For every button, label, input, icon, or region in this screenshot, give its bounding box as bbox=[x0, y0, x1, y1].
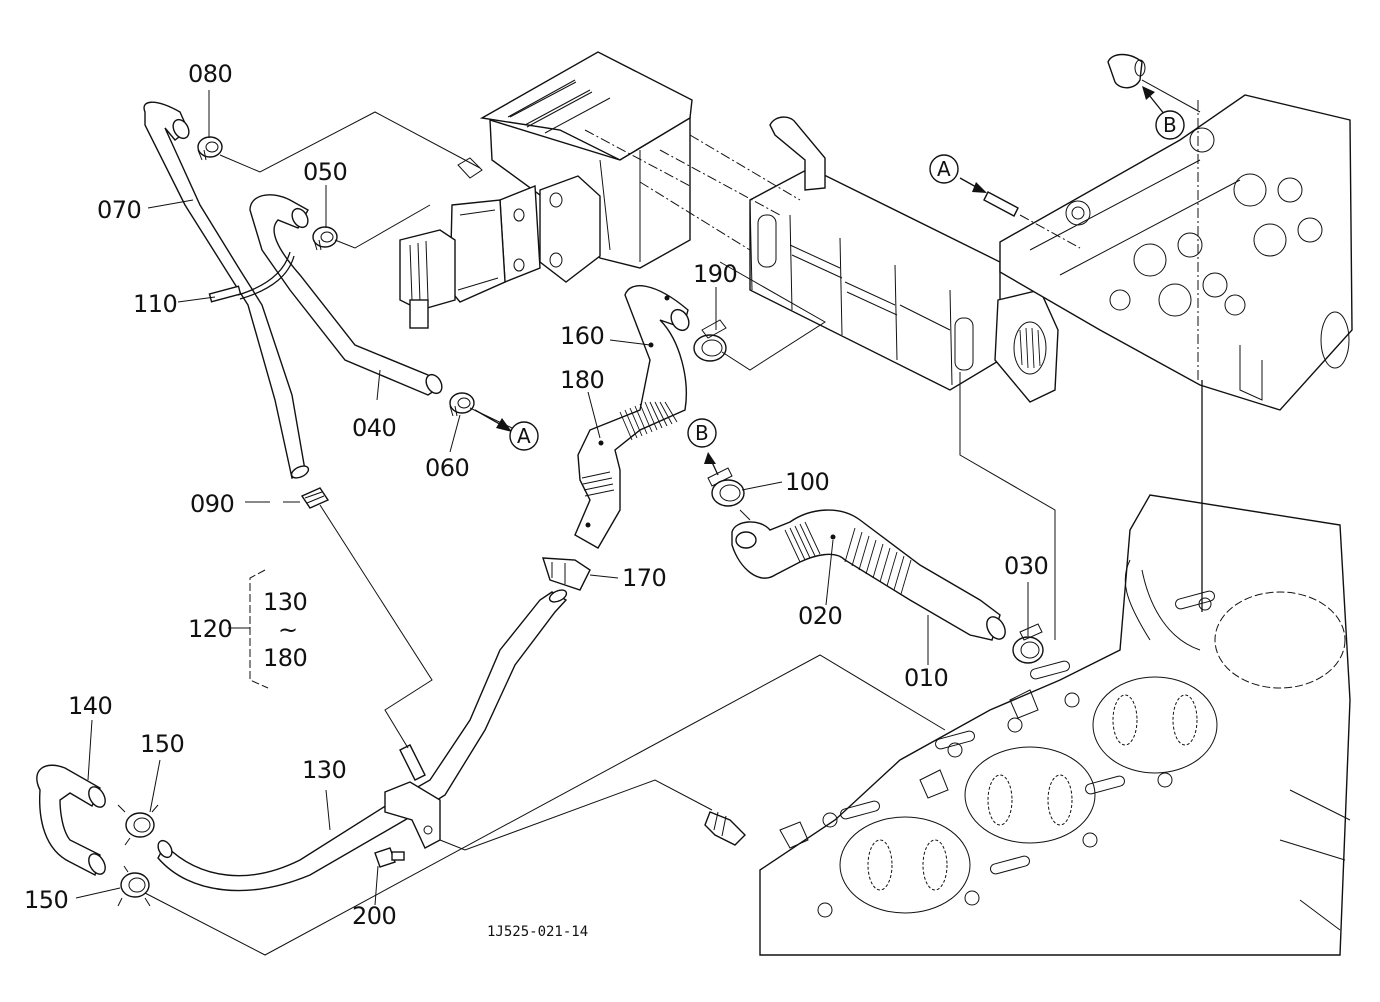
ref-marker-b-upper: B bbox=[1155, 110, 1185, 140]
arrows bbox=[474, 86, 1166, 476]
leader-lines bbox=[75, 79, 1201, 956]
bracket-range-end: 180 bbox=[263, 644, 307, 672]
callout-120: 120 bbox=[188, 615, 232, 643]
bolt-200 bbox=[374, 847, 405, 868]
callout-050: 050 bbox=[303, 158, 347, 186]
bracket-range-symbol: ~ bbox=[278, 616, 298, 644]
document-id: 1J525-021-14 bbox=[487, 924, 588, 940]
fitting-b bbox=[1107, 53, 1146, 89]
callout-020: 020 bbox=[798, 602, 842, 630]
callout-180: 180 bbox=[560, 366, 604, 394]
clamp-060 bbox=[449, 392, 475, 417]
svg-text:A: A bbox=[517, 424, 531, 448]
callout-040: 040 bbox=[352, 414, 396, 442]
callout-200: 200 bbox=[352, 902, 396, 930]
callout-140: 140 bbox=[68, 692, 112, 720]
callout-130: 130 bbox=[302, 756, 346, 784]
clamp-050 bbox=[312, 226, 338, 251]
svg-text:B: B bbox=[1163, 113, 1177, 137]
callout-110: 110 bbox=[133, 290, 177, 318]
svg-text:A: A bbox=[937, 157, 951, 181]
clip-band-110 bbox=[208, 251, 295, 303]
egr-valve-assembly bbox=[399, 51, 693, 329]
callout-150-lower: 150 bbox=[24, 886, 68, 914]
hose-140 bbox=[36, 764, 106, 877]
callout-190: 190 bbox=[693, 260, 737, 288]
callout-labels: 080 050 070 110 040 060 090 190 160 180 … bbox=[24, 60, 1049, 930]
callout-030: 030 bbox=[1004, 552, 1048, 580]
callout-170: 170 bbox=[622, 564, 666, 592]
cylinder-head bbox=[999, 94, 1353, 411]
cylinder-block bbox=[759, 380, 1351, 956]
clamp-090 bbox=[300, 487, 330, 509]
callout-080: 080 bbox=[188, 60, 232, 88]
clamp-190 bbox=[693, 319, 727, 362]
callout-070: 070 bbox=[97, 196, 141, 224]
reference-markers: A A B B bbox=[509, 110, 1185, 451]
clamp-170 bbox=[542, 557, 591, 591]
clamp-100 bbox=[707, 467, 745, 507]
union-fitting bbox=[704, 811, 746, 846]
hose-070 bbox=[143, 101, 310, 480]
callout-150-upper: 150 bbox=[140, 730, 184, 758]
ref-marker-b-lower: B bbox=[687, 418, 717, 448]
egr-cooler bbox=[749, 116, 1059, 403]
hose-010-020 bbox=[731, 509, 1006, 641]
ref-marker-a-upper: A bbox=[929, 154, 959, 184]
svg-text:B: B bbox=[695, 421, 709, 445]
clamp-080 bbox=[197, 136, 223, 161]
callout-060: 060 bbox=[425, 454, 469, 482]
hose-040 bbox=[249, 194, 443, 396]
group-bracket-120 bbox=[228, 569, 269, 689]
callout-090: 090 bbox=[190, 490, 234, 518]
callout-160: 160 bbox=[560, 322, 604, 350]
fitting-a bbox=[983, 191, 1019, 217]
clamp-150-lower bbox=[117, 865, 151, 907]
bracket-range-start: 130 bbox=[263, 588, 307, 616]
hose-160-180 bbox=[574, 285, 690, 549]
clamp-150-upper bbox=[117, 804, 159, 846]
clamp-030 bbox=[1012, 623, 1044, 664]
ref-marker-a-lower: A bbox=[509, 421, 539, 451]
callout-010: 010 bbox=[904, 664, 948, 692]
callout-100: 100 bbox=[785, 468, 829, 496]
pipe-130 bbox=[157, 589, 568, 892]
